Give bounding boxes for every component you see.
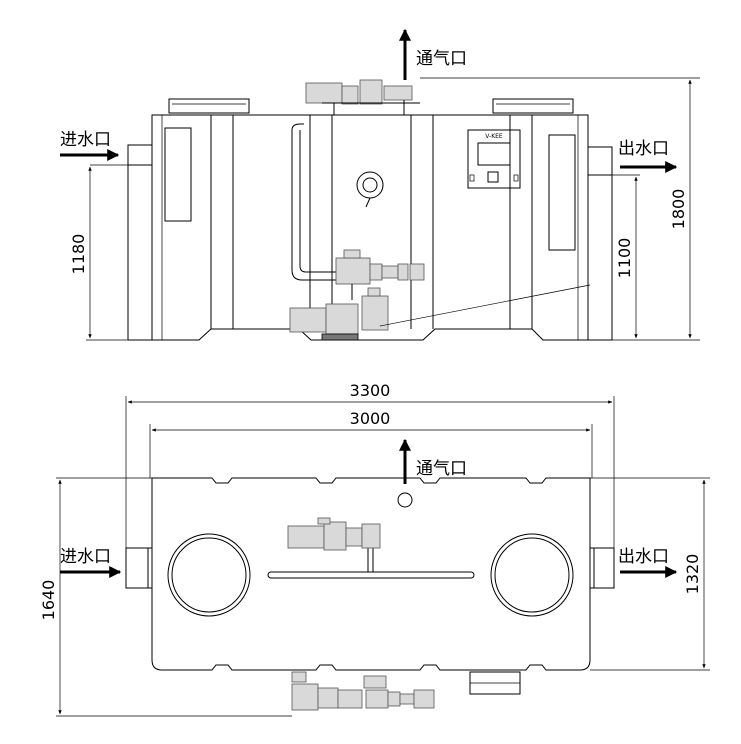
dim-3300: 3300 <box>350 381 391 400</box>
inlet-stub-plan <box>125 547 153 589</box>
front-elevation: V-KEE <box>60 28 700 341</box>
outlet-box <box>587 146 613 176</box>
dim-1180: 1180 <box>69 234 88 275</box>
internal-pipe <box>291 130 336 281</box>
dim-3000: 3000 <box>350 409 391 428</box>
outlet-baffle <box>548 134 576 251</box>
dim-1640: 1640 <box>39 580 58 621</box>
dim-1320: 1320 <box>683 554 702 595</box>
vent-label-front: 通气口 <box>416 49 467 69</box>
inlet-label-front: 进水口 <box>60 130 111 150</box>
outlet-label-front: 出水口 <box>618 139 669 159</box>
external-pump-assembly <box>291 671 521 711</box>
left-manhole <box>167 533 251 617</box>
inlet-baffle <box>164 127 192 222</box>
panel-display <box>477 142 511 166</box>
right-manhole-collar <box>492 98 574 114</box>
valve-group <box>335 249 425 300</box>
plan-view: 通气口 进水口 出水口 3300 3000 1640 1320 <box>39 381 710 717</box>
dim-1100: 1100 <box>615 238 634 279</box>
left-manhole-collar <box>168 98 250 114</box>
tank-body-plan <box>147 477 595 671</box>
panel-switch <box>487 171 499 183</box>
outlet-stub-plan <box>589 547 615 589</box>
center-pipe <box>267 571 475 579</box>
panel-brand: V-KEE <box>485 133 503 140</box>
outlet-label-plan: 出水口 <box>618 547 669 567</box>
dim-1800: 1800 <box>669 189 688 230</box>
right-manhole <box>490 533 574 617</box>
inlet-box <box>127 144 153 166</box>
vent-label-plan: 通气口 <box>416 459 467 479</box>
sight-glass-icon <box>356 171 384 199</box>
plan-pump <box>287 517 381 551</box>
inlet-label-plan: 进水口 <box>60 547 111 567</box>
vent-pump-assembly <box>305 79 420 115</box>
bottom-pump <box>289 287 389 341</box>
control-panel <box>467 129 521 189</box>
vent-port <box>397 492 413 508</box>
